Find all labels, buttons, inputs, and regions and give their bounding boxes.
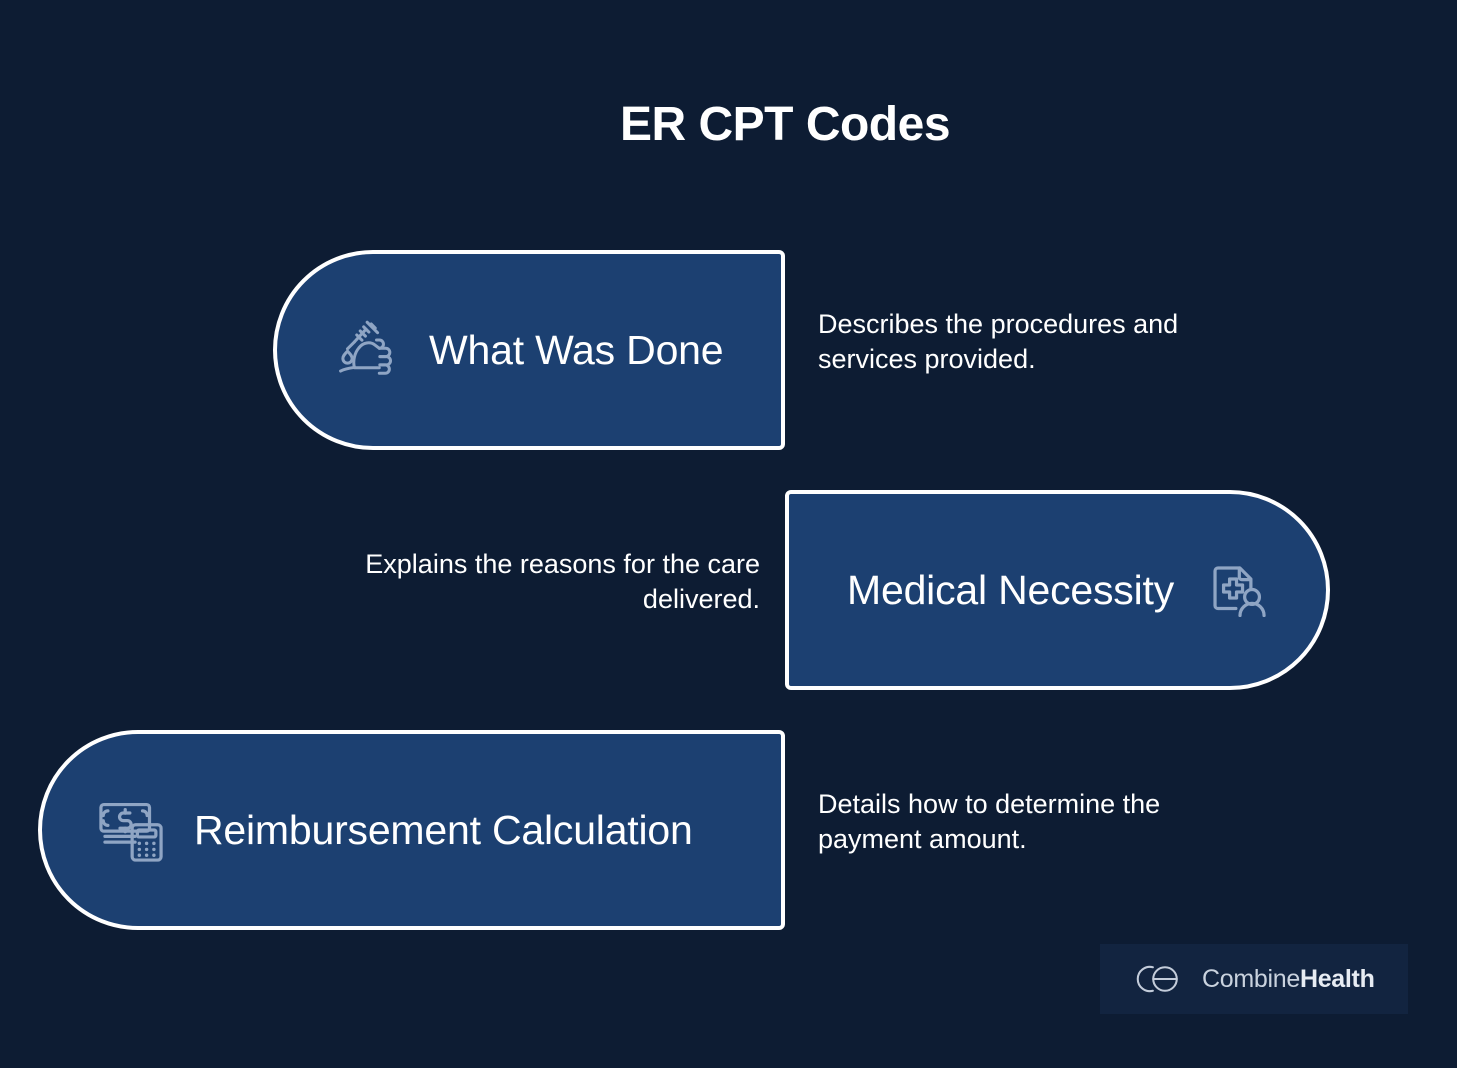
logo-text-health: Health (1299, 964, 1375, 993)
pill-label: Reimbursement Calculation (194, 806, 693, 853)
medical-record-patient-icon (1213, 566, 1266, 618)
pill-content: Reimbursement Calculation (94, 793, 693, 867)
combinehealth-mark-icon (1136, 965, 1178, 993)
pill-label: Medical Necessity (847, 566, 1174, 613)
pill-content: What Was Done (329, 313, 724, 387)
logo-wordmark: CombineHealth (1202, 965, 1375, 994)
pill-what-was-done[interactable]: What Was Done (273, 250, 785, 450)
row-reimbursement-calculation: Reimbursement Calculation Details how to… (0, 730, 1457, 930)
description-reimbursement-calculation: Details how to determine the payment amo… (818, 789, 1161, 855)
hand-holding-syringe-icon (339, 320, 392, 375)
pill-label: What Was Done (429, 326, 724, 373)
pill-medical-necessity[interactable]: Medical Necessity (785, 490, 1330, 690)
pill-reimbursement-calculation[interactable]: Reimbursement Calculation (38, 730, 785, 930)
money-calculator-icon (99, 802, 163, 862)
page-title: ER CPT Codes (619, 98, 951, 151)
combinehealth-logo[interactable]: CombineHealth (1100, 944, 1408, 1014)
description-what-was-done: Describes the procedures and services pr… (818, 309, 1179, 375)
description-medical-necessity: Explains the reasons for the care delive… (365, 549, 760, 615)
row-what-was-done: What Was Done Describes the procedures a… (0, 250, 1457, 450)
pill-content: Medical Necessity (847, 553, 1274, 627)
row-medical-necessity: Medical Necessity Explains the reasons f… (0, 490, 1457, 690)
logo-text-combine: Combine (1202, 964, 1300, 993)
